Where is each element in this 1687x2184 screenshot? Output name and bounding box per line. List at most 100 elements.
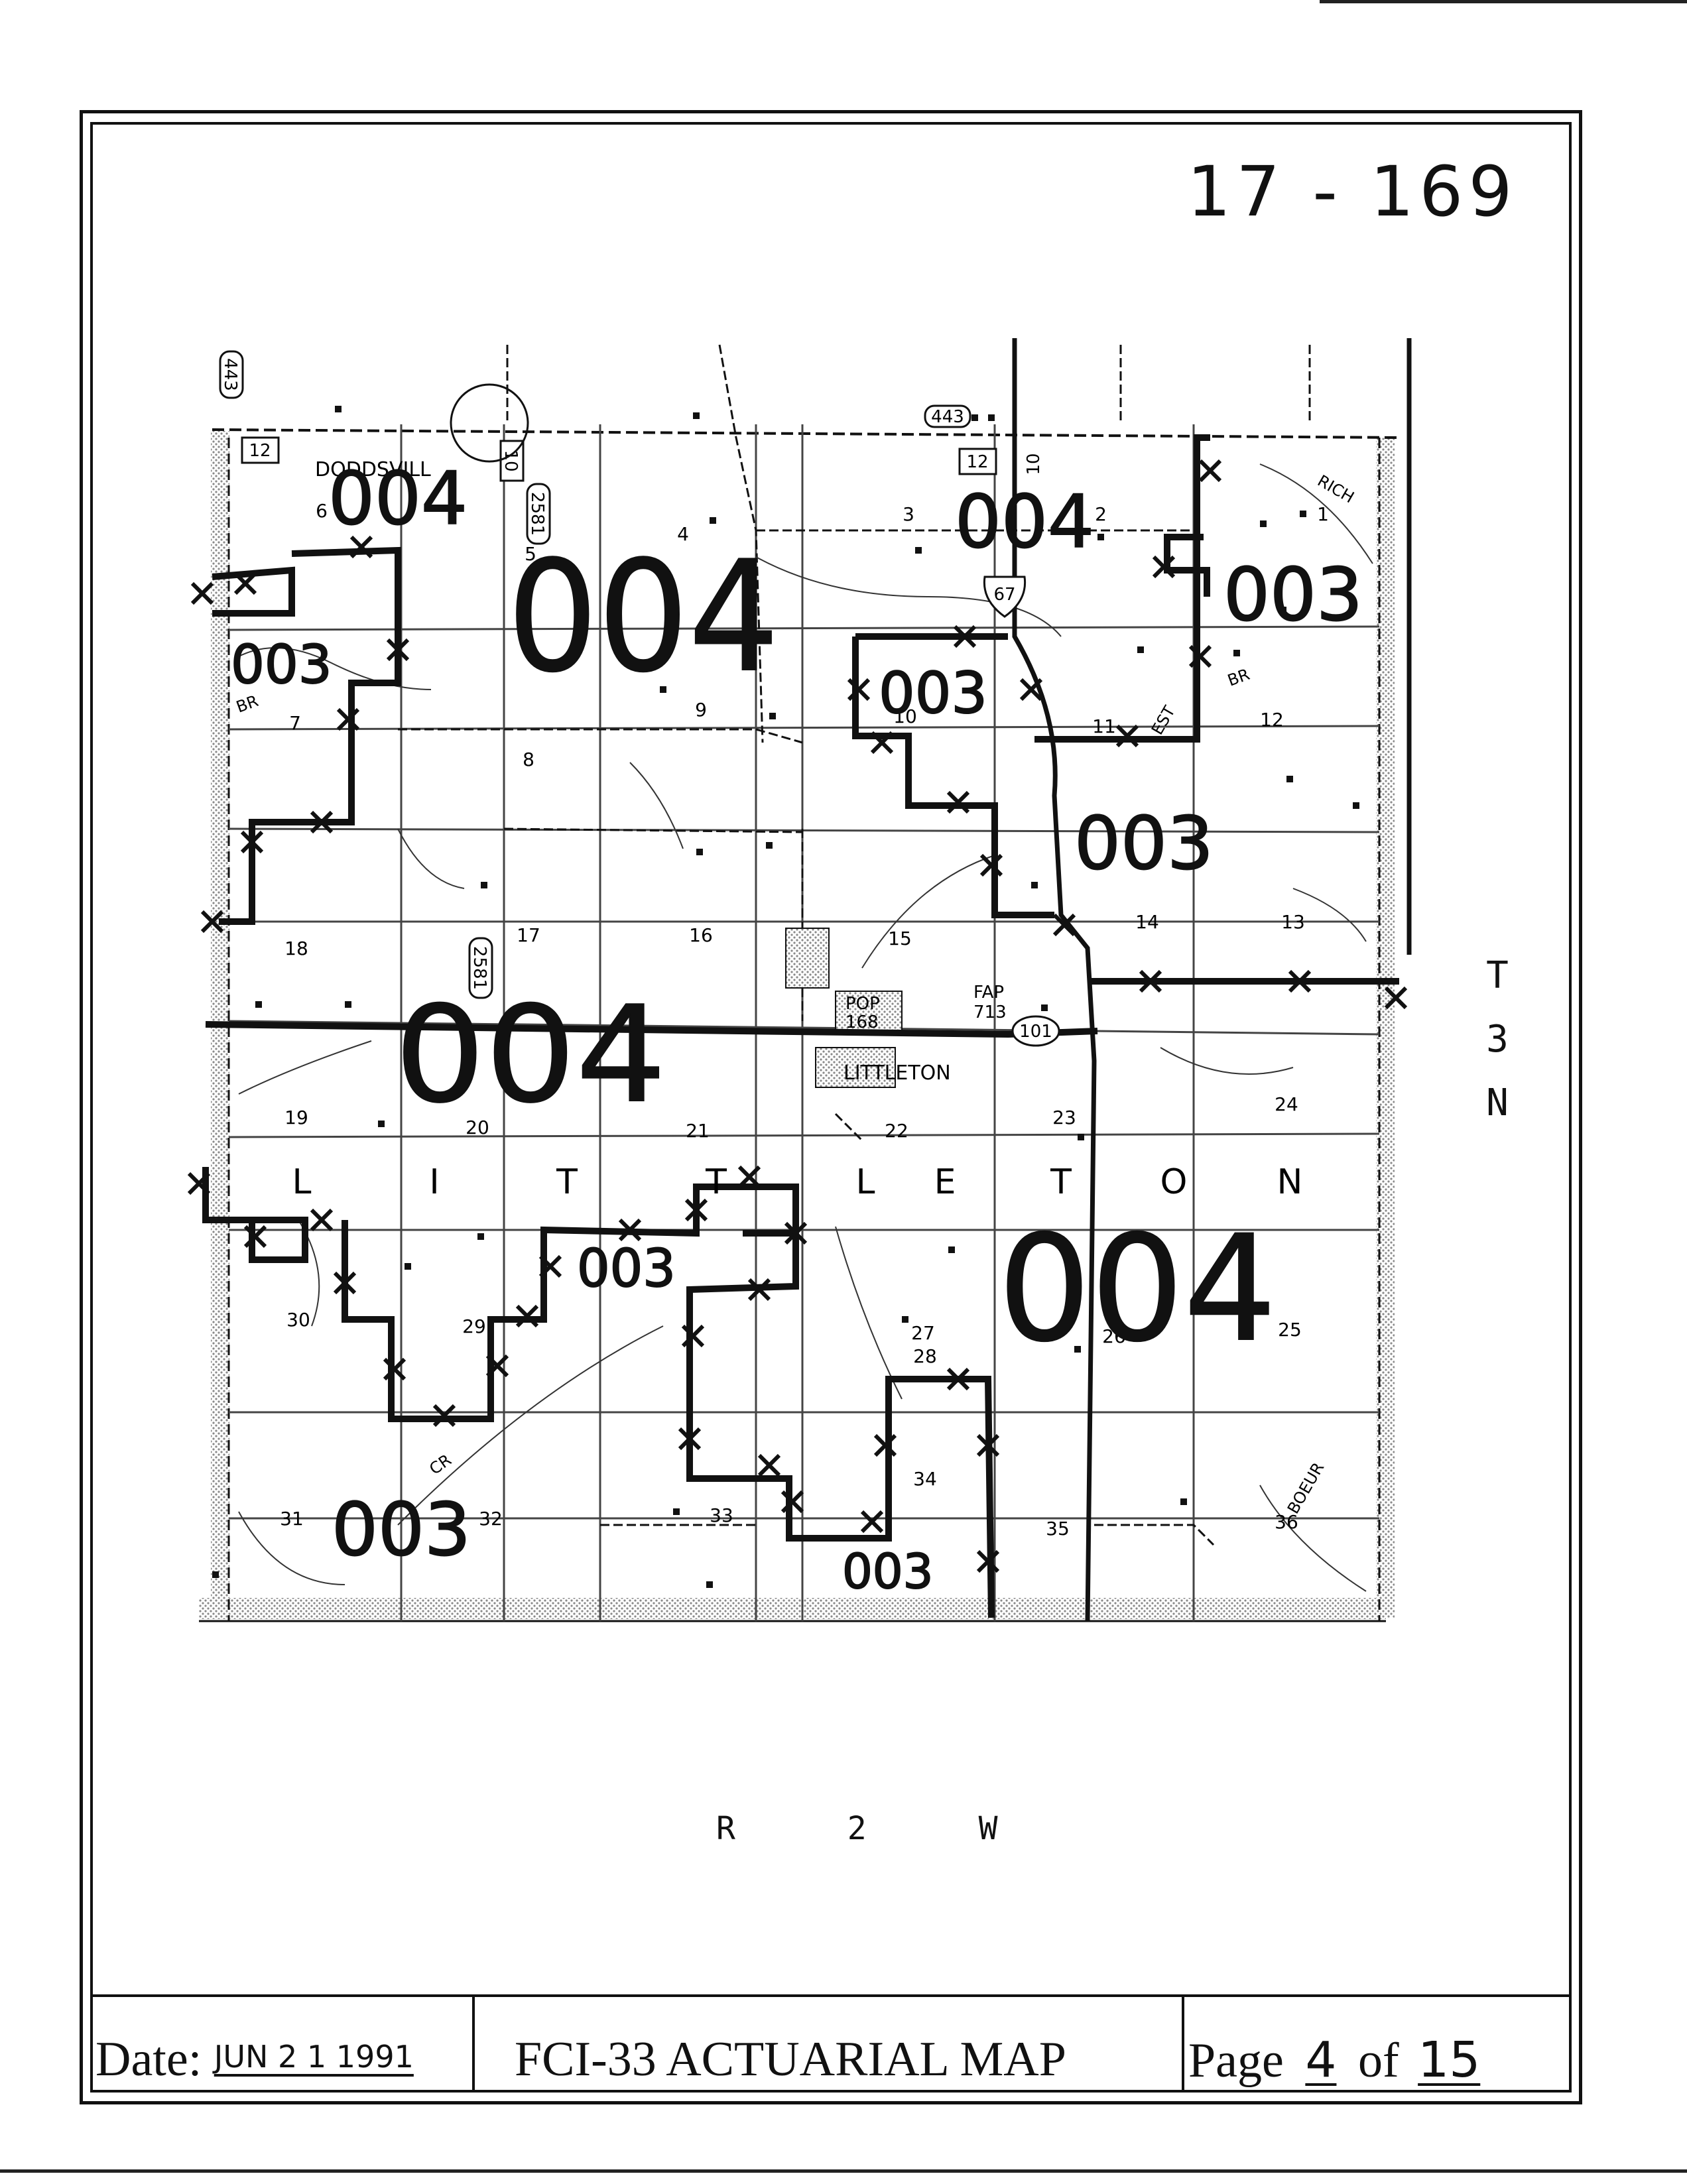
section-number: 1 [1317,503,1329,525]
footer-date-cell: Date: JUN 2 1 1991 [90,1997,475,2093]
bottom-edge-line [0,2169,1687,2173]
township-boundary [199,428,1400,1622]
township-letter: L [292,1162,312,1202]
route-101-shield: 101 [1011,1015,1060,1047]
section-number: 34 [913,1468,937,1490]
footer-bar: Date: JUN 2 1 1991 FCI-33 ACTUARIAL MAP … [90,1994,1572,2093]
creek-label-est: EST [1148,703,1179,738]
township-label-t: T [1486,954,1509,997]
page-total: 15 [1418,2032,1481,2089]
boundary-markers [187,459,1408,1573]
township-letter: I [429,1162,439,1202]
map-id: 17 - 169 [1187,151,1518,232]
top-edge-line [1320,0,1687,3]
littleton-label: LITTLETON [844,1062,951,1085]
section-number: 31 [280,1508,304,1530]
route-2581-shield-south: 2581 [468,937,493,999]
zone-label-003: 003 [1223,552,1363,637]
doddsville-circle [450,383,529,463]
route-2581-label-south: 2581 [469,946,489,990]
section-number: 28 [913,1345,937,1367]
pop-value: 168 [845,1012,879,1032]
section-number: 16 [689,924,713,946]
zone-label-004: 004 [328,456,468,541]
section-number: 9 [695,699,707,721]
township-letter: E [934,1162,956,1202]
section-number: 17 [517,924,540,946]
route-2581-shield-north: 2581 [526,483,551,545]
township-letter: T [705,1162,727,1202]
route-443-label-east: 443 [931,407,964,427]
route-443-label-west: 443 [220,358,240,391]
township-letter: N [1277,1162,1303,1202]
zone-label-004: 004 [998,1204,1277,1374]
section-number: 29 [462,1315,486,1337]
zone-label-003: 003 [879,660,987,727]
zone-label-003: 003 [842,1544,933,1599]
section-number: 26 [1102,1325,1126,1347]
footer-page-cell: Page 4 of 15 [1184,1997,1572,2093]
place-labels: DODDSVILL LITTLETON POP 168 FAP 713 [315,458,1007,1085]
zone-label-003: 003 [1074,801,1214,886]
route-10-label-west: 10 [501,450,521,471]
township-letter: T [556,1162,578,1202]
inner-frame [90,122,1572,2093]
route-12-shield-east: 12 [958,448,997,475]
section-number: 14 [1135,911,1159,933]
section-number: 35 [1046,1518,1070,1540]
route-12-label-west: 12 [249,441,271,461]
page-label: Page [1188,2033,1284,2088]
route-2581-label-north: 2581 [527,492,547,536]
section-number: 6 [316,500,328,522]
section-number: 22 [885,1120,908,1142]
highway-67 [1012,338,1412,1622]
section-number: 7 [289,712,301,734]
section-number: 20 [466,1117,489,1138]
roads [398,344,1311,1546]
us-67-label: 67 [993,585,1015,605]
zone-label-004: 004 [507,529,779,706]
route-12-shield-west: 12 [241,436,280,464]
route-443-shield-west: 443 [219,350,244,399]
route-10-label-east: 10 [1024,453,1044,475]
township-label: T 3 N [1477,944,1517,1135]
map-title: FCI-33 ACTUARIAL MAP [515,2032,1066,2087]
section-number: 10 [893,705,917,727]
creek-label-br-east: BR [1225,665,1252,690]
creek-label-boeur: BOEUR [1284,1459,1328,1517]
route-12-label-east: 12 [966,452,988,472]
township-letter: O [1160,1162,1188,1202]
zone-label-004: 004 [955,479,1094,564]
pop-label: POP [845,994,880,1014]
zone-label-003: 003 [332,1487,471,1572]
township-label-number: 3 [1486,1018,1509,1061]
zone-label-004: 004 [395,978,666,1132]
date-value: JUN 2 1 1991 [214,2039,414,2075]
section-number: 24 [1275,1093,1298,1115]
doddsville-label: DODDSVILL [315,458,431,481]
zone-boundaries [202,434,1399,1618]
section-numbers: 1 2 3 4 5 6 7 8 9 10 11 12 13 14 15 16 1… [280,500,1329,1540]
section-number: 27 [911,1322,935,1344]
streams [238,463,1373,1592]
section-number: 12 [1260,709,1284,731]
outer-frame [80,110,1582,2104]
littleton-town [785,928,903,1088]
route-443-shield-east: 443 [924,404,971,428]
section-number: 11 [1092,715,1116,737]
township-letter: T [1050,1162,1072,1202]
township-letter: L [856,1162,875,1202]
fap-label: FAP [973,983,1004,1002]
section-number: 3 [903,503,914,525]
page-number: 4 [1305,2032,1337,2089]
section-number: 5 [525,543,536,565]
footer-title-cell: FCI-33 ACTUARIAL MAP [475,1997,1184,2093]
route-101-label: 101 [1019,1022,1052,1042]
section-number: 21 [686,1120,710,1142]
zone-label-003: 003 [231,634,332,696]
of-label: of [1357,2033,1399,2088]
section-number: 8 [523,749,534,770]
section-number: 15 [888,928,912,949]
zone-labels: 004 004 004 003 003 003 003 004 004 003 … [230,455,1363,1600]
